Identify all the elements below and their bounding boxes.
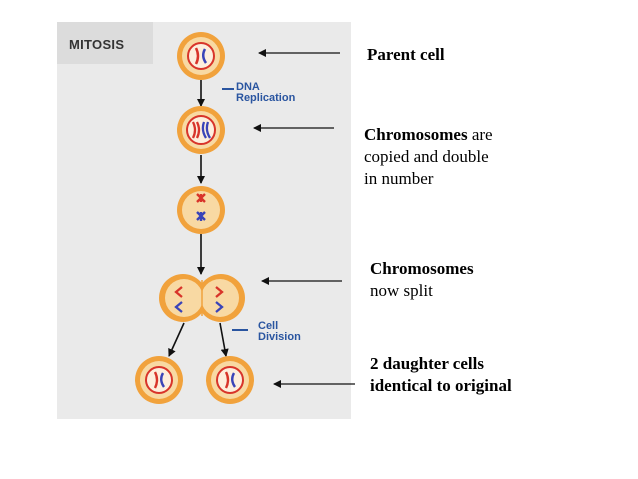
note-copied-line2: copied and double <box>364 147 489 166</box>
metaphase-cell <box>177 186 225 234</box>
note-chromosomes-split: Chromosomes now split <box>370 258 474 302</box>
note-chromosomes-copied: Chromosomes are copied and double in num… <box>364 124 493 190</box>
dividing-cell <box>159 274 245 322</box>
note-copied-bold: Chromosomes <box>364 125 468 144</box>
note-copied-line3: in number <box>364 169 434 188</box>
dna-replication-label: DNA Replication <box>236 82 295 104</box>
note-copied-line1: Chromosomes are <box>364 124 493 146</box>
note-daughter-cells: 2 daughter cells identical to original <box>370 353 512 397</box>
replicated-cell <box>177 106 225 154</box>
dna-label-line1: DNA <box>236 81 260 93</box>
note-daughter-line1: 2 daughter cells <box>370 354 484 373</box>
dna-label-line2: Replication <box>236 92 296 104</box>
note-daughter-line2: identical to original <box>370 376 512 395</box>
daughter-cell-right <box>206 356 254 404</box>
division-label-line2: Division <box>258 331 301 343</box>
flow-arrow-5 <box>219 322 229 357</box>
flow-arrow-4 <box>168 322 185 357</box>
note-copied-rest: are <box>467 125 493 144</box>
note-split-line1: Chromosomes <box>370 259 474 278</box>
cell-division-label: Cell Division <box>258 321 301 343</box>
note-split-line2: now split <box>370 281 433 300</box>
daughter-cell-left <box>135 356 183 404</box>
parent-cell <box>177 32 225 80</box>
note-parent-text: Parent cell <box>367 45 445 64</box>
title-box <box>57 22 153 64</box>
note-parent-cell: Parent cell <box>367 44 445 66</box>
diagram-title: MITOSIS <box>69 37 125 52</box>
division-label-line1: Cell <box>258 320 279 332</box>
